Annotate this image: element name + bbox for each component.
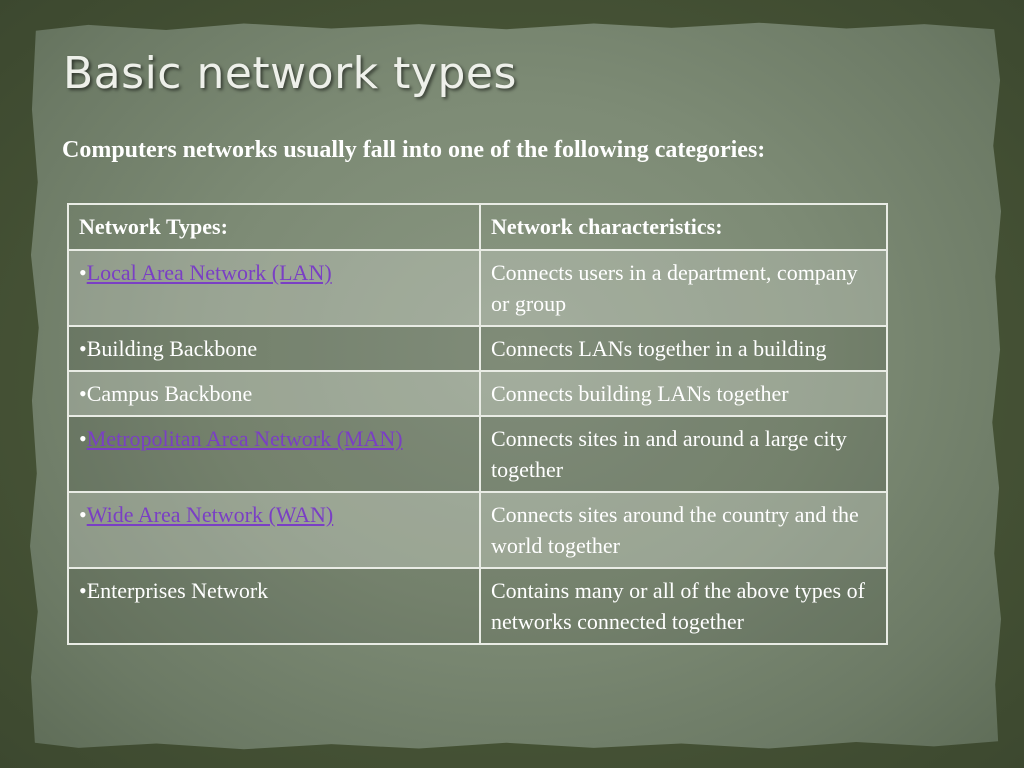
network-characteristic-cell: Connects sites in and around a large cit… xyxy=(479,415,888,493)
header-network-characteristics: Network characteristics: xyxy=(479,203,888,251)
bullet-glyph: • xyxy=(79,336,87,361)
network-type-link[interactable]: Local Area Network (LAN) xyxy=(86,260,332,285)
bullet-glyph: • xyxy=(79,260,87,285)
network-type-link[interactable]: Wide Area Network (WAN) xyxy=(86,502,334,527)
slide-title: Basic network types xyxy=(63,48,517,99)
intro-text: Computers networks usually fall into one… xyxy=(62,137,766,163)
network-characteristic-cell: Contains many or all of the above types … xyxy=(479,567,888,645)
bullet-glyph: • xyxy=(79,502,87,527)
network-type-cell: •Enterprises Network xyxy=(67,567,481,645)
network-characteristic-cell: Connects building LANs together xyxy=(479,370,888,417)
network-types-table: Network Types: Network characteristics: … xyxy=(67,203,888,645)
network-type-label: Enterprises Network xyxy=(86,578,269,603)
table-body: •Local Area Network (LAN)Connects users … xyxy=(67,249,888,645)
network-characteristic-cell: Connects users in a department, company … xyxy=(479,249,888,327)
network-type-link[interactable]: Metropolitan Area Network (MAN) xyxy=(86,426,403,451)
table-header-row: Network Types: Network characteristics: xyxy=(67,203,888,251)
network-type-cell: •Building Backbone xyxy=(67,325,481,372)
network-type-cell: •Local Area Network (LAN) xyxy=(67,249,481,327)
network-characteristic-cell: Connects sites around the country and th… xyxy=(479,491,888,569)
network-type-label: Campus Backbone xyxy=(86,381,253,406)
network-type-label: Building Backbone xyxy=(86,336,258,361)
table-row: •Local Area Network (LAN)Connects users … xyxy=(67,249,888,327)
network-type-cell: •Metropolitan Area Network (MAN) xyxy=(67,415,481,493)
bullet-glyph: • xyxy=(79,381,87,406)
table-row: •Wide Area Network (WAN)Connects sites a… xyxy=(67,491,888,569)
bullet-glyph: • xyxy=(79,426,87,451)
table-row: •Metropolitan Area Network (MAN)Connects… xyxy=(67,415,888,493)
header-network-types: Network Types: xyxy=(67,203,481,251)
network-type-cell: •Wide Area Network (WAN) xyxy=(67,491,481,569)
network-characteristic-cell: Connects LANs together in a building xyxy=(479,325,888,372)
network-type-cell: •Campus Backbone xyxy=(67,370,481,417)
bullet-glyph: • xyxy=(79,578,87,603)
